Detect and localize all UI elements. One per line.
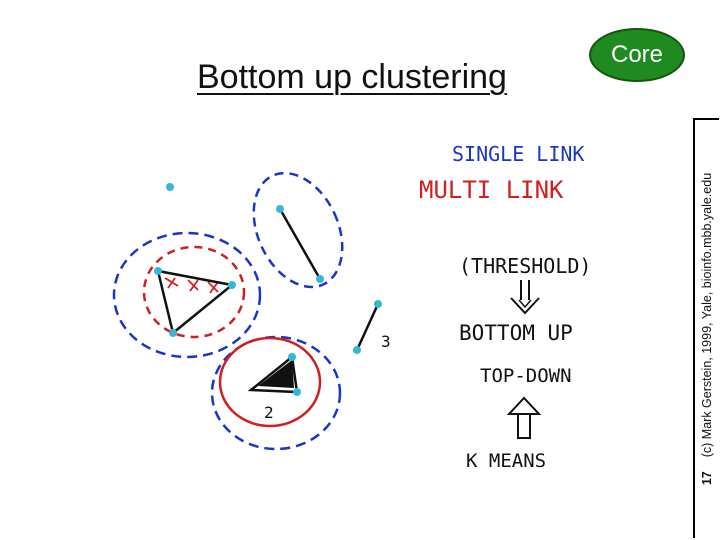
link-fill	[258, 360, 294, 388]
up-arrow-icon	[509, 398, 539, 438]
cluster-three: 3	[353, 300, 391, 354]
data-point	[288, 353, 296, 361]
single-link-legend: SINGLE LINK	[452, 142, 584, 166]
data-point	[316, 275, 324, 283]
cluster-pair-top	[236, 159, 359, 302]
slide-number: 17	[700, 471, 714, 485]
threshold-label: (THRESHOLD)	[459, 254, 591, 278]
data-point	[154, 267, 162, 275]
data-point	[166, 183, 174, 191]
link-edge	[280, 209, 320, 279]
data-point	[228, 281, 236, 289]
bottom-up-label: BOTTOM UP	[459, 321, 573, 345]
sidebar-credit-bar: 17 (c) Mark Gerstein, 1999, Yale, bioinfo…	[693, 118, 719, 538]
data-point	[169, 329, 177, 337]
data-point	[276, 205, 284, 213]
single-link-boundary	[114, 233, 260, 357]
down-arrow-icon	[511, 280, 539, 313]
link-edge	[357, 304, 378, 350]
single-link-boundary	[236, 159, 359, 302]
cluster-label-3: 3	[381, 332, 391, 351]
cluster-triangle-left	[114, 233, 260, 357]
k-means-label: K MEANS	[466, 450, 546, 472]
top-down-label: TOP-DOWN	[480, 365, 572, 387]
data-point	[353, 346, 361, 354]
clustering-sketch: 2 3 SINGLE LINK MULTI LINK (THRESHOLD) B…	[0, 0, 690, 540]
data-point	[293, 388, 301, 396]
copyright-credit: (c) Mark Gerstein, 1999, Yale, bioinfo.m…	[700, 173, 714, 457]
cluster-label-2: 2	[264, 403, 274, 422]
cluster-two: 2	[212, 337, 340, 449]
data-point	[374, 300, 382, 308]
multi-link-boundary	[144, 247, 244, 337]
multi-link-legend: MULTI LINK	[419, 176, 564, 204]
